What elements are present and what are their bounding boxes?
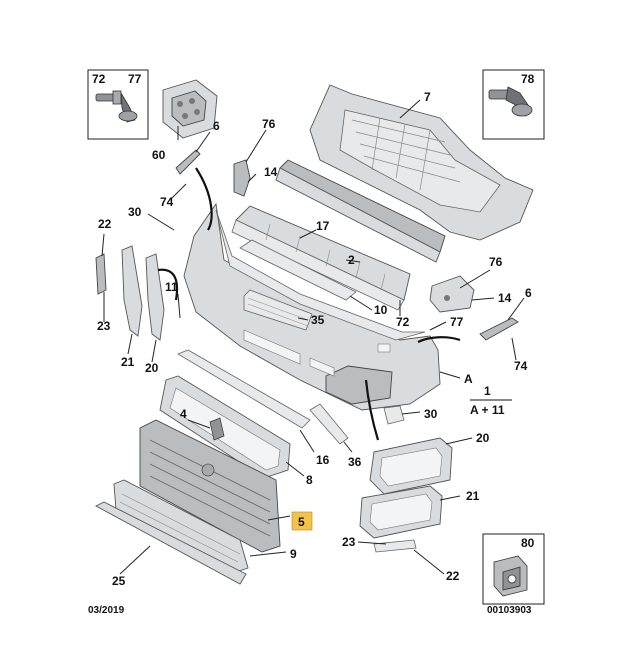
bolt-icon bbox=[488, 86, 533, 117]
callout-72: 72 bbox=[396, 315, 410, 329]
callout-5: 5 bbox=[298, 515, 305, 529]
part-6-right-guide bbox=[479, 317, 519, 341]
callout-labels: 60 6 74 76 14 7 30 17 2 22 23 11 21 20 3… bbox=[97, 90, 532, 588]
callout-30-left: 30 bbox=[128, 205, 142, 219]
part-21-left-trim bbox=[121, 245, 143, 337]
part-60-fixing-block bbox=[162, 79, 218, 139]
part-10-grille-strip bbox=[239, 239, 357, 301]
inset-label-77: 77 bbox=[128, 72, 142, 86]
inset-box-top-left: 72 77 bbox=[87, 69, 149, 140]
date-code: 03/2019 bbox=[88, 605, 125, 616]
brand-emblem-icon bbox=[201, 463, 215, 477]
callout-23-left: 23 bbox=[97, 319, 111, 333]
legend-bottom: A + 11 bbox=[470, 403, 505, 417]
callout-77: 77 bbox=[450, 315, 464, 329]
part-8-grille-frame bbox=[159, 375, 291, 479]
part-7-upper-structure bbox=[309, 84, 534, 241]
callout-21-right: 21 bbox=[466, 489, 480, 503]
part-35-grille-insert bbox=[243, 289, 313, 331]
callout-5-highlight bbox=[291, 511, 313, 531]
part-9-lower-grille bbox=[113, 479, 249, 573]
callout-76-right: 76 bbox=[489, 255, 503, 269]
callout-17: 17 bbox=[316, 219, 330, 233]
part-76-right-bracket bbox=[429, 275, 475, 313]
part-6-left-guide bbox=[175, 149, 201, 175]
part-22-fog-trim bbox=[373, 539, 417, 553]
part-36-lower-strip bbox=[309, 403, 349, 445]
part-2-reinforcement-beam bbox=[275, 159, 446, 263]
clip-nut-icon bbox=[493, 555, 528, 597]
callout-14-left: 14 bbox=[264, 165, 278, 179]
part-30-tow-cap bbox=[383, 405, 405, 425]
callout-23-right: 23 bbox=[342, 535, 356, 549]
callout-8: 8 bbox=[306, 473, 313, 487]
assembly-legend: 1 A + 11 bbox=[470, 384, 512, 417]
callout-16: 16 bbox=[316, 453, 330, 467]
callout-60: 60 bbox=[152, 148, 166, 162]
callout-7: 7 bbox=[424, 90, 431, 104]
inset-label-78: 78 bbox=[521, 72, 535, 86]
callout-76-left: 76 bbox=[262, 117, 276, 131]
part-17-absorber bbox=[231, 205, 411, 311]
callout-11: 11 bbox=[165, 280, 178, 294]
bolt-icon bbox=[95, 90, 138, 123]
part-22-left-trim bbox=[95, 253, 107, 295]
part-25-lower-spoiler bbox=[95, 501, 247, 585]
callout-74-right: 74 bbox=[514, 359, 528, 373]
callout-20-left: 20 bbox=[145, 361, 159, 375]
part-20-fog-bezel bbox=[369, 437, 453, 495]
callout-22-right: 22 bbox=[446, 569, 460, 583]
legend-top: 1 bbox=[484, 384, 491, 398]
part-4-emblem bbox=[209, 417, 225, 441]
callout-A: A bbox=[464, 372, 473, 386]
part-21-fog-bezel bbox=[359, 485, 443, 539]
part-A-bumper-skin bbox=[183, 202, 441, 411]
callout-25: 25 bbox=[112, 574, 126, 588]
callout-30-right: 30 bbox=[424, 407, 438, 421]
assembly-guide-lines bbox=[157, 167, 461, 441]
callout-36: 36 bbox=[348, 455, 362, 469]
callout-6-right: 6 bbox=[525, 286, 532, 300]
callout-4: 4 bbox=[180, 407, 187, 421]
callout-35: 35 bbox=[311, 313, 325, 327]
part-16-lower-strip bbox=[177, 349, 311, 429]
drawing-number: 00103903 bbox=[487, 605, 532, 616]
callout-14-right: 14 bbox=[498, 291, 512, 305]
part-14-left-bracket bbox=[233, 159, 251, 197]
callout-74-left: 74 bbox=[160, 195, 174, 209]
callout-2: 2 bbox=[348, 253, 355, 267]
callout-22-left: 22 bbox=[98, 217, 112, 231]
callout-6-left: 6 bbox=[213, 119, 220, 133]
inset-box-bottom-right: 80 bbox=[482, 533, 545, 605]
leader-lines bbox=[101, 99, 525, 575]
callout-20-right: 20 bbox=[476, 431, 490, 445]
part-5-main-grille bbox=[139, 419, 281, 553]
part-20-left-trim bbox=[145, 253, 165, 341]
inset-box-top-right: 78 bbox=[482, 69, 545, 140]
inset-label-80: 80 bbox=[521, 536, 535, 550]
callout-21-left: 21 bbox=[121, 355, 135, 369]
callout-9: 9 bbox=[290, 547, 297, 561]
inset-label-72: 72 bbox=[92, 72, 106, 86]
callout-10: 10 bbox=[374, 303, 388, 317]
